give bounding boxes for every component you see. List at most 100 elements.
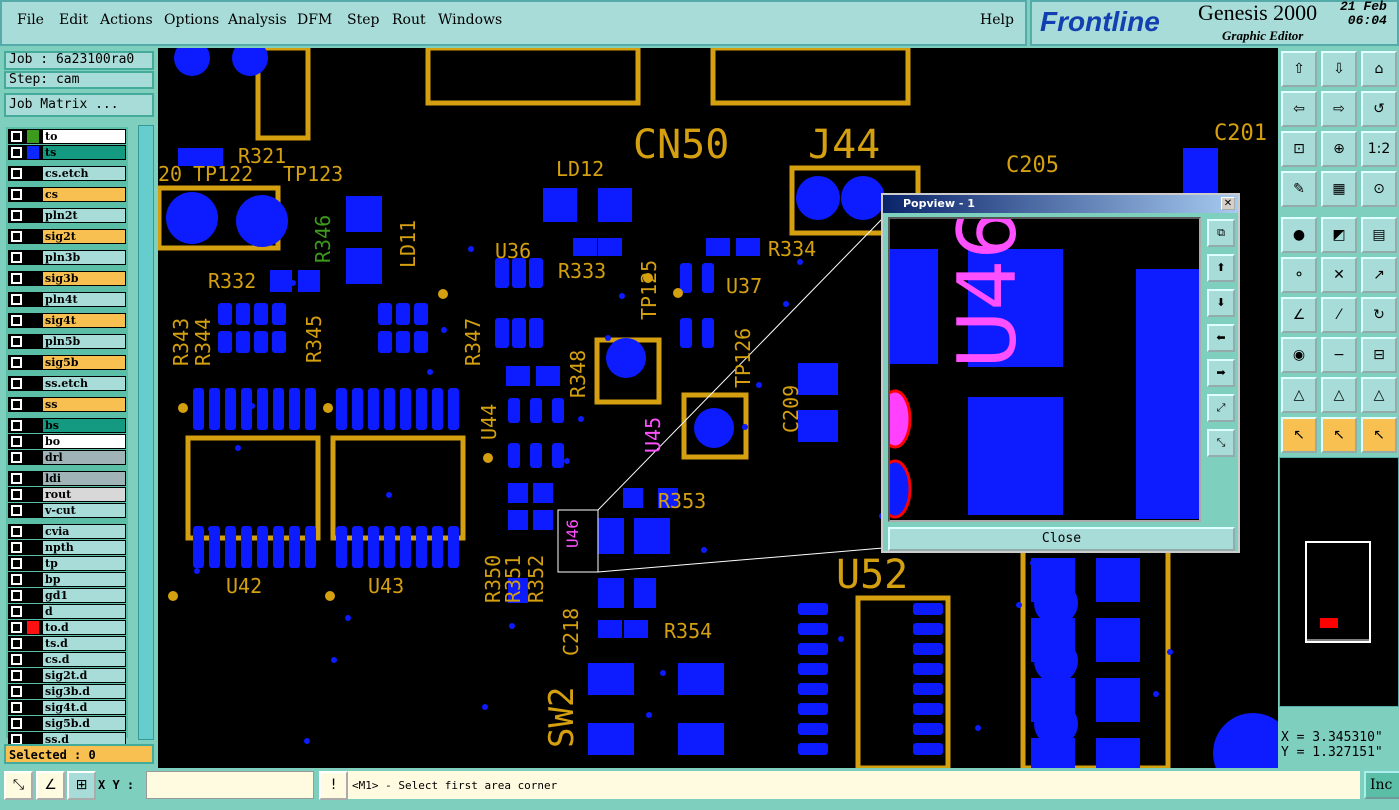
- menu-dfm[interactable]: DFM: [297, 12, 333, 28]
- job-matrix-button[interactable]: Job Matrix ...: [4, 93, 154, 117]
- close-icon[interactable]: ✕: [1221, 197, 1235, 210]
- layer-row-pln3b[interactable]: pln3b: [8, 250, 126, 265]
- popview-pan-down-button[interactable]: ⬇: [1207, 289, 1235, 317]
- layer-row-d[interactable]: d: [8, 604, 126, 619]
- move-icon[interactable]: ↗: [1361, 257, 1397, 293]
- layer-row-gd1[interactable]: gd1: [8, 588, 126, 603]
- undo-view-icon[interactable]: ↺: [1361, 91, 1397, 127]
- layer-row-cs[interactable]: cs: [8, 187, 126, 202]
- layer-row-cs.d[interactable]: cs.d: [8, 652, 126, 667]
- layer-checkbox[interactable]: [11, 558, 22, 569]
- layer-row-sig2t.d[interactable]: sig2t.d: [8, 668, 126, 683]
- layer-checkbox[interactable]: [11, 606, 22, 617]
- layer-row-ts.d[interactable]: ts.d: [8, 636, 126, 651]
- layer-row-pln4t[interactable]: pln4t: [8, 292, 126, 307]
- layer-checkbox[interactable]: [11, 489, 22, 500]
- pan-up-icon[interactable]: ⇧: [1281, 51, 1317, 87]
- layer-row-to.d[interactable]: to.d: [8, 620, 126, 635]
- pan-down-icon[interactable]: ⇩: [1321, 51, 1357, 87]
- triangle-c-icon[interactable]: △: [1361, 377, 1397, 413]
- menu-step[interactable]: Step: [347, 12, 380, 28]
- layer-row-npth[interactable]: npth: [8, 540, 126, 555]
- layer-checkbox[interactable]: [11, 336, 22, 347]
- measure-icon[interactable]: ∠: [36, 771, 65, 800]
- layer-checkbox[interactable]: [11, 436, 22, 447]
- layer-row-to[interactable]: to: [8, 129, 126, 144]
- pointer-icon[interactable]: ↖: [1281, 417, 1317, 453]
- popview-canvas[interactable]: U46: [888, 217, 1201, 522]
- scale-1-2-icon[interactable]: 1:2: [1361, 131, 1397, 167]
- layer-row-pln2t[interactable]: pln2t: [8, 208, 126, 223]
- layer-row-ss[interactable]: ss: [8, 397, 126, 412]
- triangle-a-icon[interactable]: △: [1281, 377, 1317, 413]
- zoom-area-icon[interactable]: ⤡: [4, 771, 33, 800]
- segment-icon[interactable]: −: [1321, 337, 1357, 373]
- menu-edit[interactable]: Edit: [59, 12, 89, 28]
- layer-row-cvia[interactable]: cvia: [8, 524, 126, 539]
- line-icon[interactable]: ⁄: [1321, 297, 1357, 333]
- select-feature-icon[interactable]: ●: [1281, 217, 1317, 253]
- layer-row-drl[interactable]: drl: [8, 450, 126, 465]
- pad-icon[interactable]: ◉: [1281, 337, 1317, 373]
- layer-row-sig3b.d[interactable]: sig3b.d: [8, 684, 126, 699]
- menu-options[interactable]: Options: [164, 12, 220, 28]
- xy-input[interactable]: [146, 771, 314, 799]
- layer-checkbox[interactable]: [11, 670, 22, 681]
- layer-row-ss.d[interactable]: ss.d: [8, 732, 126, 747]
- layer-checkbox[interactable]: [11, 718, 22, 729]
- layer-checkbox[interactable]: [11, 420, 22, 431]
- layer-row-sig5b.d[interactable]: sig5b.d: [8, 716, 126, 731]
- layer-row-rout[interactable]: rout: [8, 487, 126, 502]
- layer-row-v-cut[interactable]: v-cut: [8, 503, 126, 518]
- layer-scrollbar[interactable]: [138, 125, 154, 740]
- pointer-rotate-icon[interactable]: ↖: [1361, 417, 1397, 453]
- snap-icon[interactable]: ⊙: [1361, 171, 1397, 207]
- layer-checkbox[interactable]: [11, 168, 22, 179]
- popview-zoom-fit-button[interactable]: ⧉: [1207, 219, 1235, 247]
- layer-row-sig2t[interactable]: sig2t: [8, 229, 126, 244]
- layer-checkbox[interactable]: [11, 252, 22, 263]
- inc-button[interactable]: Inc: [1364, 771, 1399, 799]
- layer-checkbox[interactable]: [11, 702, 22, 713]
- layer-row-ldi[interactable]: ldi: [8, 471, 126, 486]
- angle-icon[interactable]: ∠: [1281, 297, 1317, 333]
- layer-row-ss.etch[interactable]: ss.etch: [8, 376, 126, 391]
- popview-zoom-out-button[interactable]: ⤡: [1207, 429, 1235, 457]
- layer-checkbox[interactable]: [11, 273, 22, 284]
- layer-row-bo[interactable]: bo: [8, 434, 126, 449]
- layer-checkbox[interactable]: [11, 590, 22, 601]
- rotate-icon[interactable]: ↻: [1361, 297, 1397, 333]
- layer-checkbox[interactable]: [11, 378, 22, 389]
- popview-pan-left-button[interactable]: ⬅: [1207, 324, 1235, 352]
- layer-checkbox[interactable]: [11, 473, 22, 484]
- zoom-center-icon[interactable]: ⊕: [1321, 131, 1357, 167]
- layer-checkbox[interactable]: [11, 315, 22, 326]
- layer-row-sig4t.d[interactable]: sig4t.d: [8, 700, 126, 715]
- sketch-icon[interactable]: ✎: [1281, 171, 1317, 207]
- layer-row-sig3b[interactable]: sig3b: [8, 271, 126, 286]
- draw-icon[interactable]: ◩: [1321, 217, 1357, 253]
- layer-row-pln5b[interactable]: pln5b: [8, 334, 126, 349]
- split-icon[interactable]: ⊟: [1361, 337, 1397, 373]
- layer-checkbox[interactable]: [11, 638, 22, 649]
- pan-right-icon[interactable]: ⇨: [1321, 91, 1357, 127]
- layer-checkbox[interactable]: [11, 131, 22, 142]
- menu-windows[interactable]: Windows: [438, 12, 503, 28]
- layer-checkbox[interactable]: [11, 505, 22, 516]
- menu-help[interactable]: Help: [980, 12, 1014, 28]
- menu-analysis[interactable]: Analysis: [228, 12, 287, 28]
- popview-zoom-in-button[interactable]: ⤢: [1207, 394, 1235, 422]
- layer-row-bs[interactable]: bs: [8, 418, 126, 433]
- layer-row-ts[interactable]: ts: [8, 145, 126, 160]
- home-icon[interactable]: ⌂: [1361, 51, 1397, 87]
- layer-checkbox[interactable]: [11, 622, 22, 633]
- popview-pan-right-button[interactable]: ➡: [1207, 359, 1235, 387]
- layer-checkbox[interactable]: [11, 399, 22, 410]
- grid-icon[interactable]: ▦: [1321, 171, 1357, 207]
- layer-checkbox[interactable]: [11, 452, 22, 463]
- layer-checkbox[interactable]: [11, 526, 22, 537]
- layer-checkbox[interactable]: [11, 686, 22, 697]
- menu-rout[interactable]: Rout: [392, 12, 426, 28]
- triangle-b-icon[interactable]: △: [1321, 377, 1357, 413]
